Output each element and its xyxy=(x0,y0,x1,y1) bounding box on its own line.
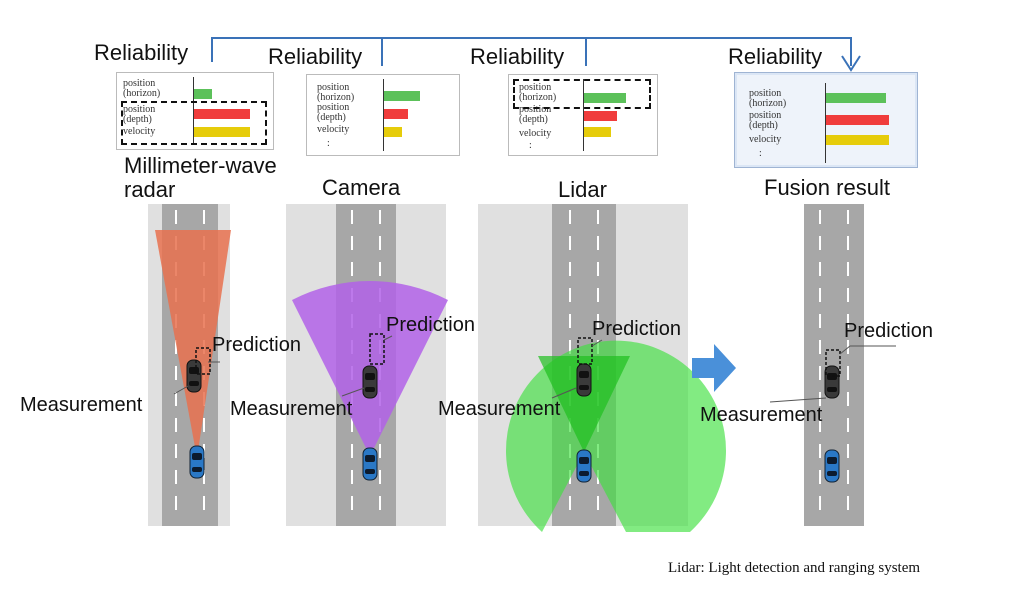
row-label-position-depth: position (depth) xyxy=(519,104,552,125)
row-label-position-horizon: position (horizon) xyxy=(123,78,161,99)
measurement-label-lidar: Measurement xyxy=(438,398,561,420)
bar-position-depth xyxy=(584,111,617,121)
reliability-connector xyxy=(211,37,861,72)
more-rows-ellipsis: : xyxy=(529,140,532,151)
footnote: Lidar: Light detection and ranging syste… xyxy=(668,560,921,576)
bar-position-horizon xyxy=(194,89,212,99)
reliability-panel-radar: position (horizon) position (depth) velo… xyxy=(116,72,274,150)
prediction-label-camera: Prediction xyxy=(386,314,475,336)
row-label-position-depth: position (depth) xyxy=(749,110,782,131)
bar-position-depth xyxy=(194,109,250,119)
more-rows-ellipsis: : xyxy=(759,148,762,159)
bar-velocity xyxy=(826,135,889,145)
sensor-title-fusion: Fusion result xyxy=(764,175,890,200)
highlight-box xyxy=(121,101,267,145)
panel-axis xyxy=(825,83,826,163)
predicted-vehicle-outline xyxy=(825,349,841,377)
reliability-panel-lidar: position (horizon) position (depth) velo… xyxy=(508,74,658,156)
reliability-label-lidar: Reliability xyxy=(470,44,565,69)
reliability-label-camera: Reliability xyxy=(268,44,363,69)
lidar-forward-beam xyxy=(538,356,630,452)
ego-vehicle-icon xyxy=(576,449,592,483)
more-rows-ellipsis: : xyxy=(327,138,330,149)
bar-position-horizon xyxy=(826,93,886,103)
panel-axis xyxy=(383,79,384,151)
connector-arrowhead-icon xyxy=(841,55,861,72)
reliability-panel-fusion: position (horizon) position (depth) velo… xyxy=(734,72,918,168)
scene-radar xyxy=(148,204,231,526)
panel-axis xyxy=(193,77,194,145)
prediction-label-lidar: Prediction xyxy=(592,318,681,340)
predicted-vehicle-outline xyxy=(195,347,211,375)
predicted-vehicle-outline xyxy=(369,333,385,365)
scene-camera xyxy=(286,204,448,526)
bar-velocity xyxy=(384,127,402,137)
row-label-position-horizon: position (horizon) xyxy=(519,82,557,103)
row-label-velocity: velocity xyxy=(123,126,156,137)
reliability-label-fusion: Reliability xyxy=(728,44,823,69)
predicted-vehicle-outline xyxy=(577,337,593,365)
prediction-label-radar: Prediction xyxy=(212,334,301,356)
bar-velocity xyxy=(584,127,611,137)
prediction-label-fusion: Prediction xyxy=(844,320,933,342)
measurement-label-camera: Measurement xyxy=(230,398,353,420)
measurement-label-fusion: Measurement xyxy=(700,404,823,426)
row-label-velocity: velocity xyxy=(519,128,552,139)
ego-vehicle-icon xyxy=(362,447,378,481)
measurement-label-radar: Measurement xyxy=(20,394,143,416)
measured-vehicle-icon xyxy=(362,365,378,399)
bar-position-horizon xyxy=(384,91,420,101)
measured-vehicle-icon xyxy=(576,363,592,397)
bar-position-depth xyxy=(826,115,889,125)
measured-vehicle-icon xyxy=(186,359,202,393)
row-label-velocity: velocity xyxy=(749,134,782,145)
sensor-title-lidar: Lidar xyxy=(558,177,607,202)
panel-axis xyxy=(583,79,584,151)
sensor-title-camera: Camera xyxy=(322,175,401,200)
ego-vehicle-icon xyxy=(824,449,840,483)
highlight-box xyxy=(513,79,651,109)
bar-position-depth xyxy=(384,109,408,119)
ego-vehicle-icon xyxy=(189,445,205,479)
fusion-arrow-icon xyxy=(692,344,736,392)
sensor-title-radar: Millimeter-wave radar xyxy=(124,153,277,202)
row-label-position-horizon: position (horizon) xyxy=(749,88,787,109)
reliability-panel-camera: position (horizon) position (depth) velo… xyxy=(306,74,460,156)
row-label-velocity: velocity xyxy=(317,124,350,135)
row-label-position-depth: position (depth) xyxy=(123,104,156,125)
row-label-position-horizon: position (horizon) xyxy=(317,82,355,103)
bar-position-horizon xyxy=(584,93,626,103)
bar-velocity xyxy=(194,127,250,137)
row-label-position-depth: position (depth) xyxy=(317,102,350,123)
scene-fusion xyxy=(769,204,896,526)
reliability-label-radar: Reliability xyxy=(94,40,189,65)
scene-lidar xyxy=(478,204,726,532)
measured-vehicle-icon xyxy=(824,365,840,399)
radar-cone xyxy=(155,230,231,458)
